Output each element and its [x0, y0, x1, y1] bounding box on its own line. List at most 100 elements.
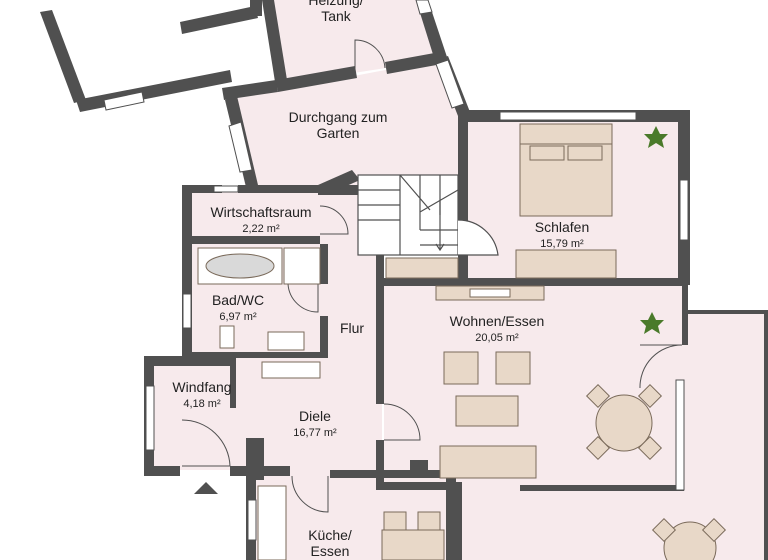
toilet — [219, 325, 235, 349]
wall-wirt-top — [182, 185, 222, 193]
room-label-diele: Diele 16,77 m² — [293, 408, 336, 440]
wall-top-left-a — [40, 10, 86, 103]
window-top-left — [103, 91, 145, 111]
ext-chair-1 — [651, 517, 677, 543]
wall-wohnen-left — [376, 254, 384, 404]
wall-top-left-d — [250, 0, 262, 16]
wall-ext-right2 — [764, 310, 768, 560]
wall-top-left-b — [76, 70, 232, 112]
plants — [640, 126, 668, 334]
wall-windfang-top — [144, 356, 234, 366]
wall-heizung-bottom — [276, 66, 357, 92]
door-kueche — [291, 475, 329, 513]
wall-windfang-right — [230, 356, 236, 408]
floor-windfang — [152, 366, 234, 470]
wall-chimney — [246, 438, 264, 480]
wall-schlafen-left — [458, 110, 468, 280]
window-heizung — [415, 0, 433, 15]
wall-heizung-bottom-r — [385, 52, 442, 74]
plant-icon-schlafen — [644, 126, 668, 148]
sofa — [439, 445, 537, 479]
ext-table — [663, 521, 717, 560]
wall-top-left-c — [180, 6, 258, 34]
room-label-bad: Bad/WC 6,97 m² — [212, 292, 264, 324]
wall-heizung-left — [262, 0, 288, 88]
room-area: 4,18 m² — [183, 398, 221, 410]
room-area: 16,77 m² — [293, 427, 337, 439]
room-label-windfang: Windfang 4,18 m² — [172, 379, 231, 411]
coffee-table — [455, 395, 519, 427]
wall-windfang-bottom — [144, 466, 180, 476]
room-name: Bad/WC — [211, 292, 265, 308]
room-name: Diele — [299, 408, 331, 424]
window-bad — [182, 293, 192, 329]
wall-bad-right — [320, 244, 328, 284]
room-name: Durchgang zum Garten — [288, 109, 388, 141]
doors — [181, 39, 683, 513]
kitchen-counter — [257, 485, 287, 560]
room-name: Schlafen — [534, 219, 590, 235]
bathtub-inner — [205, 253, 275, 279]
stair-arrow — [435, 200, 445, 252]
shower — [283, 247, 321, 285]
wall-wirt-top2 — [238, 185, 320, 193]
diele-cabinet — [261, 361, 321, 379]
windows — [103, 0, 689, 541]
bed-pillow-l — [529, 145, 565, 161]
room-name: Heizung/ Tank — [308, 0, 364, 24]
chair-3 — [585, 435, 611, 461]
wall-wohnen-bottom — [376, 482, 462, 490]
wall-wohnen-bottom2 — [520, 485, 684, 491]
room-name: Küche/ Essen — [308, 527, 352, 559]
bed-header — [519, 123, 613, 145]
shelf-flur — [385, 257, 459, 279]
room-area: 15,79 m² — [540, 238, 584, 250]
chair-1 — [585, 383, 611, 409]
window-kueche — [247, 499, 257, 541]
chair-4 — [637, 435, 663, 461]
room-label-flur: Flur — [340, 320, 364, 336]
wall-wohnen-left2 — [376, 440, 384, 490]
armchair-r — [495, 351, 531, 385]
room-name: Wohnen/Essen — [449, 313, 545, 329]
stair-outline — [357, 174, 459, 256]
ext-chair-2 — [701, 517, 727, 543]
room-name: Flur — [339, 320, 365, 336]
room-name: Windfang — [172, 379, 232, 395]
kitchen-chair-1 — [383, 511, 407, 531]
room-label-schlafen: Schlafen 15,79 m² — [535, 219, 589, 251]
furniture — [197, 123, 727, 560]
wardrobe — [515, 249, 617, 279]
chair-2 — [637, 383, 663, 409]
window-windfang — [145, 385, 155, 451]
wall-terrace-left — [456, 485, 462, 560]
wall-ext-right — [684, 310, 768, 314]
tv — [469, 288, 511, 298]
room-area: 2,22 m² — [242, 223, 280, 235]
room-area: 6,97 m² — [219, 311, 257, 323]
window-schlafen-top — [499, 111, 637, 121]
door-wirt — [319, 205, 349, 235]
wall-stair-step — [318, 170, 360, 195]
wall-pillar — [410, 460, 428, 478]
door-windfang — [181, 419, 231, 467]
stair-treads — [358, 174, 459, 255]
window-durchgang-l — [228, 121, 253, 173]
door-diele — [383, 403, 421, 441]
wall-wirt-bottom — [182, 236, 320, 244]
room-label-kueche: Küche/ Essen — [308, 527, 352, 559]
plant-icon-wohnen — [640, 312, 664, 334]
wall-kueche-top — [330, 470, 460, 478]
wall-wohnen-right — [682, 285, 688, 345]
wall-durchgang-left2 — [222, 80, 278, 100]
floor-durchgang — [228, 60, 458, 185]
door-terrace — [639, 344, 683, 389]
wall-wirt-left — [182, 185, 192, 365]
window-schlafen-right — [679, 179, 689, 241]
wall-heizung-right — [416, 0, 448, 64]
stair-door-arc — [457, 219, 499, 256]
kitchen-table — [381, 529, 445, 560]
armchair-l — [443, 351, 479, 385]
wall-bad-bottom — [182, 352, 328, 358]
